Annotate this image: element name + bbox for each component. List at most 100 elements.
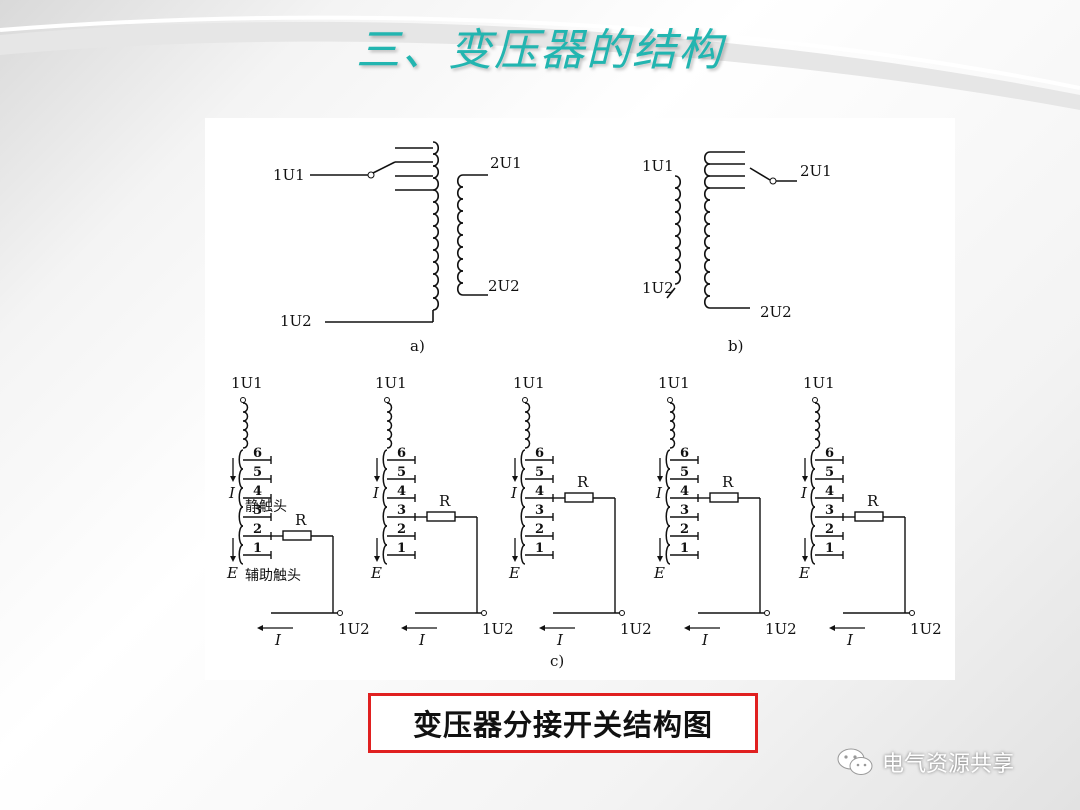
tap-number: 6 [680,446,689,461]
emf-label: E [653,564,665,582]
terminal-dot [667,397,673,403]
tap-number: 2 [825,522,834,537]
current-label: I [655,484,663,502]
arrow-head [257,625,263,631]
winding-loop [810,487,816,508]
winding-loop [810,506,816,527]
winding-loop [382,468,388,489]
terminal-1u1: 1U1 [375,374,407,392]
terminal-1u1: 1U1 [513,374,545,392]
tap-number: 5 [680,465,689,480]
winding-loop [810,468,816,489]
terminal-1u1: 1U1 [658,374,690,392]
terminal-1u2: 1U2 [280,312,312,330]
tap-number: 3 [535,503,544,518]
terminal-1u2: 1U2 [765,620,797,638]
current-label: I [274,631,282,649]
winding [242,402,249,449]
current-label: I [846,631,854,649]
arrow-head [512,556,518,562]
winding [669,402,676,449]
tap-number: 4 [253,484,262,499]
arrow-head [374,476,380,482]
resistor-label: R [867,492,879,510]
winding-loop [382,506,388,527]
current-label: I [701,631,709,649]
resistor-label: R [577,473,589,491]
terminal-dot [764,610,770,616]
diagram-c-label: c) [550,652,564,670]
arrow-head [512,476,518,482]
arrow-head [539,625,545,631]
winding-loop [382,544,388,565]
emf-label: E [798,564,810,582]
tap-number: 4 [825,484,834,499]
arrow-head [374,556,380,562]
tap-number: 2 [253,522,262,537]
winding-loop [238,544,244,565]
terminal-1u1: 1U1 [642,157,674,175]
diagram-b: 1U1 1U2 2U1 2U2 b) [642,151,832,355]
winding-loop [238,487,244,508]
tap-number: 2 [535,522,544,537]
caption-text: 变压器分接开关结构图 [412,708,713,742]
winding [814,402,821,449]
tap-number: 6 [825,446,834,461]
emf-label: E [370,564,382,582]
tap-number: 5 [535,465,544,480]
caption-box: 变压器分接开关结构图 [368,693,758,753]
terminal-dot [909,610,915,616]
winding-loop [665,449,671,470]
terminal-1u1: 1U1 [273,166,305,184]
tap-changer-figure: 1U1 1U2 2U1 2U2 a) 1U1 1U2 [205,118,955,680]
resistor [426,511,456,522]
winding-loop [520,544,526,565]
winding-loop [665,525,671,546]
arrow-head [802,476,808,482]
arrow-head [230,476,236,482]
current-label: I [556,631,564,649]
winding-loop [382,525,388,546]
terminal-1u2: 1U2 [642,279,674,297]
winding-loop [520,468,526,489]
winding-loop [665,544,671,565]
terminal-dot [812,397,818,403]
diagram-a-label: a) [410,337,425,355]
resistor [282,530,312,541]
emf-label: E [508,564,520,582]
resistor [564,492,594,503]
tap-number: 1 [253,541,262,556]
arrow-head [802,556,808,562]
current-label: I [228,484,236,502]
tap-number: 4 [535,484,544,499]
winding-loop [665,487,671,508]
arrow-head [230,556,236,562]
terminal-1u2: 1U2 [338,620,370,638]
tap-number: 3 [253,503,262,518]
tap-number: 1 [397,541,406,556]
terminal-2u1: 2U1 [490,154,522,172]
resistor [854,511,884,522]
tap-number: 5 [397,465,406,480]
winding-loop [238,525,244,546]
watermark-text: 电气资源共享 [882,752,1015,777]
current-label: I [418,631,426,649]
terminal-2u1: 2U1 [800,162,832,180]
terminal-1u1: 1U1 [231,374,263,392]
arrow-head [401,625,407,631]
tap-number: 4 [680,484,689,499]
diagram-c: 1U1654321IER1U2I1U1654321IER1U2I1U165432… [226,374,942,649]
resistor [709,492,739,503]
tap-number: 6 [535,446,544,461]
tap-number: 2 [397,522,406,537]
winding-loop [238,468,244,489]
winding [386,402,393,449]
terminal-dot [522,397,528,403]
current-label: I [372,484,380,502]
tap-number: 3 [680,503,689,518]
tap-number: 4 [397,484,406,499]
terminal-dot [481,610,487,616]
terminal-1u2: 1U2 [620,620,652,638]
tap-number: 3 [825,503,834,518]
terminal-2u2: 2U2 [488,277,520,295]
